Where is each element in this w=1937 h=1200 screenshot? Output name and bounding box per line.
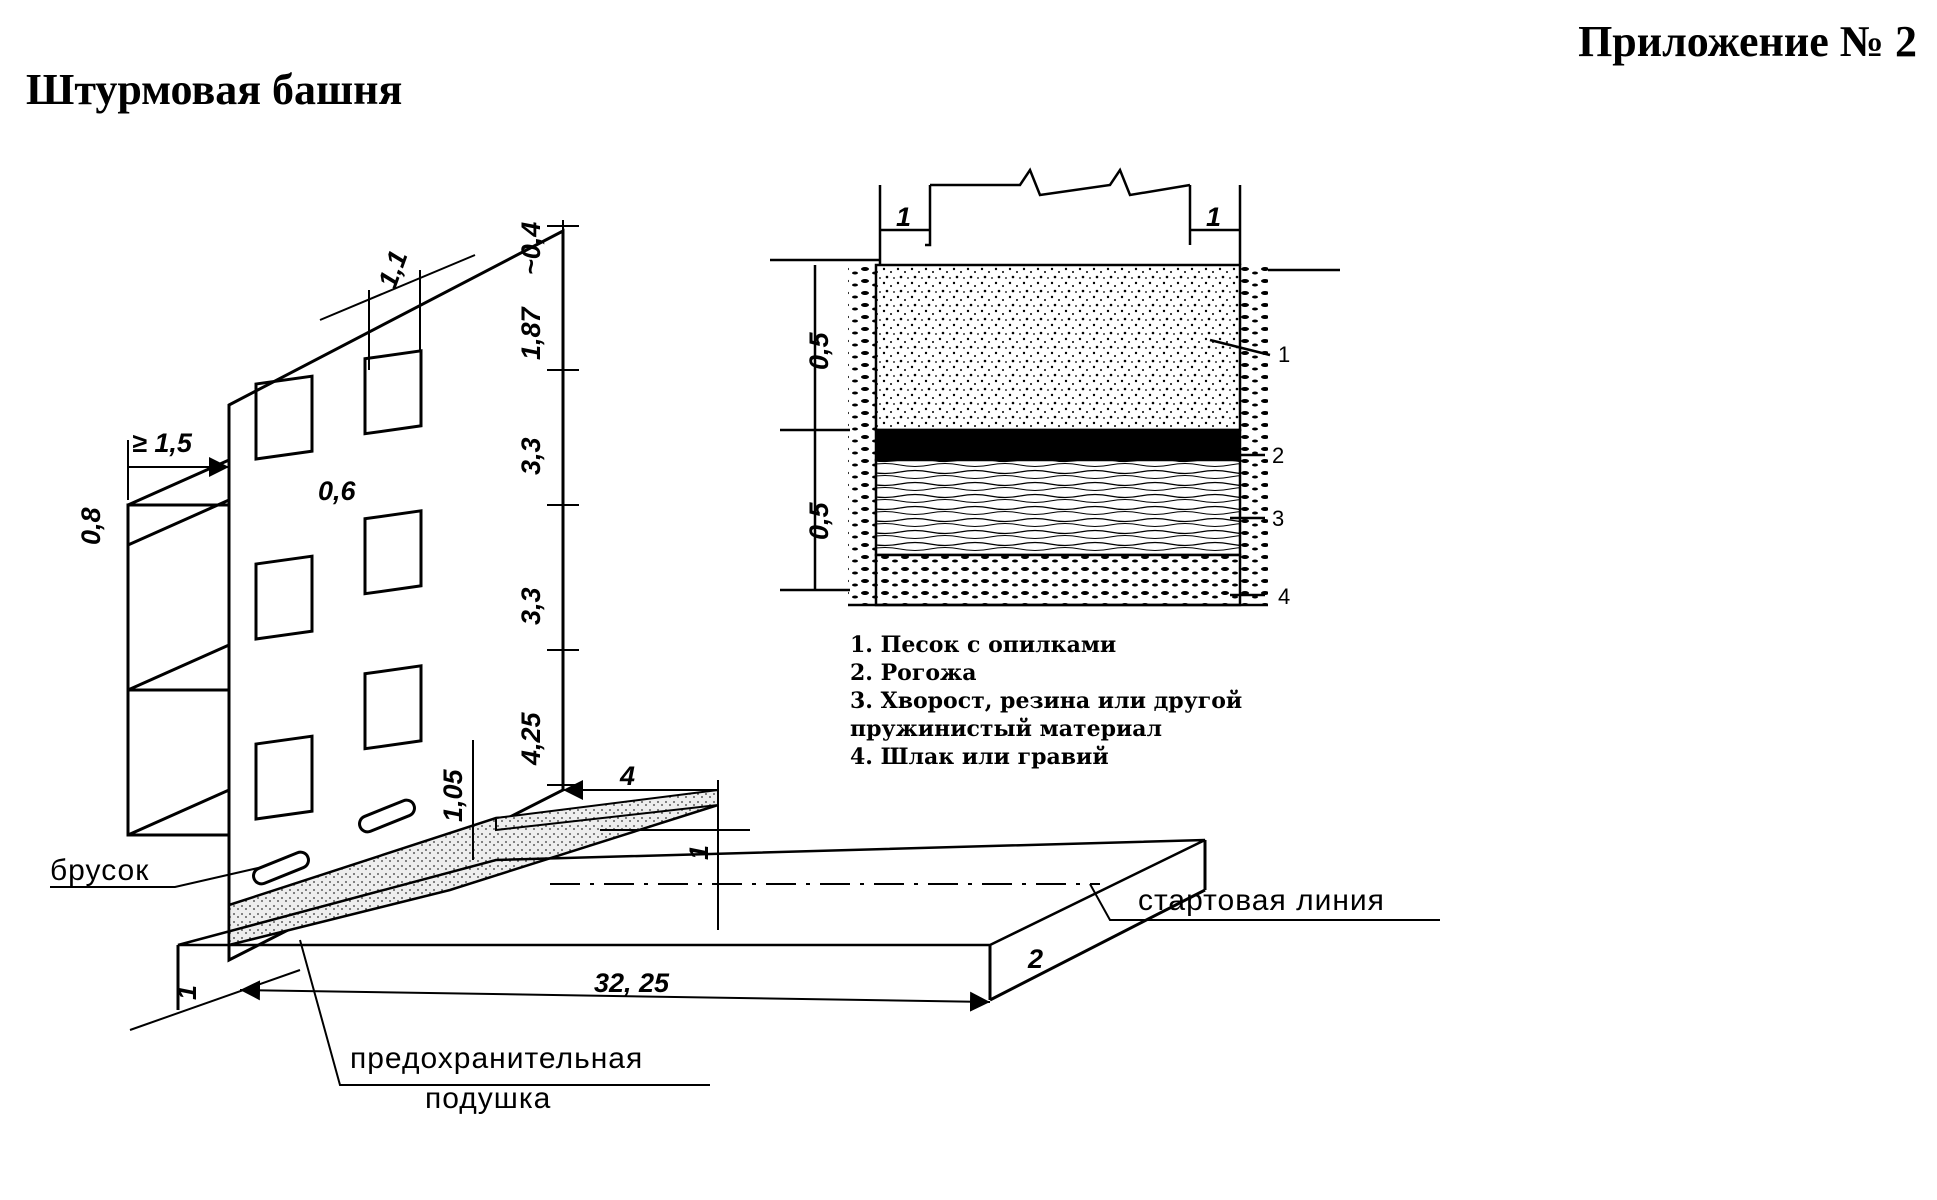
legend-item-4: 4. Шлак или гравий xyxy=(850,744,1109,770)
leader-bar xyxy=(50,867,259,888)
marker-1: 1 xyxy=(1278,342,1290,367)
dim-cushion-depth: 4 xyxy=(619,761,635,791)
dim-window-width: 1,1 xyxy=(372,247,413,293)
tower-drawing xyxy=(50,220,1440,1086)
layer-2-mat xyxy=(874,428,1242,462)
bar-lower xyxy=(252,850,310,886)
dim-offset: 1 xyxy=(172,985,202,1000)
dim-track-width: 2 xyxy=(1027,944,1043,974)
dim-floor2: 3,3 xyxy=(516,437,546,475)
dim-cushion-thickness: 1 xyxy=(684,845,714,860)
pit-section xyxy=(770,167,1340,607)
layer-4-gravel xyxy=(874,553,1242,607)
bar-upper xyxy=(358,798,416,834)
dim-floor1: 3,3 xyxy=(516,587,546,625)
leader-cushion xyxy=(299,939,710,1086)
dim-ground: 4,25 xyxy=(516,711,546,766)
dim-window-depth: 0,6 xyxy=(318,476,357,506)
cushion-label-line2: подушка xyxy=(425,1082,551,1115)
dim-track-length: 32, 25 xyxy=(594,968,670,998)
leader-start-line xyxy=(1089,883,1440,921)
section-dim-upper: 0,5 xyxy=(804,331,834,370)
start-line-label: стартовая линия xyxy=(1138,884,1385,917)
side-box xyxy=(126,503,229,837)
marker-2: 2 xyxy=(1272,443,1284,468)
window-row xyxy=(254,349,423,821)
layer-3-brushwood xyxy=(874,458,1242,557)
marker-3: 3 xyxy=(1272,506,1284,531)
bar-label: брусок xyxy=(50,854,149,887)
safety-cushion xyxy=(227,803,719,947)
section-dim-lower: 0,5 xyxy=(804,501,834,540)
legend-item-3-cont: пружинистый материал xyxy=(850,716,1162,742)
marker-4: 4 xyxy=(1278,584,1290,609)
legend-item-2: 2. Рогожа xyxy=(850,660,976,686)
dim-top: ~0,4 xyxy=(516,222,546,275)
layer-1-sand xyxy=(874,263,1242,432)
dim-sill-width: ≥ 1,5 xyxy=(132,428,193,458)
dim-bar-height: 1,05 xyxy=(438,768,468,822)
page-title: Штурмовая башня xyxy=(26,65,403,114)
dim-floor3: 1,87 xyxy=(516,305,546,360)
dim-sill-height: 0,8 xyxy=(76,507,106,545)
appendix-label: Приложение № 2 xyxy=(1578,17,1917,66)
section-dim-right: 1 xyxy=(1206,202,1221,232)
legend-item-1: 1. Песок с опилками xyxy=(850,632,1116,658)
section-dim-left: 1 xyxy=(896,202,911,232)
legend-item-3: 3. Хворост, резина или другой xyxy=(850,688,1242,714)
section-legend: 1. Песок с опилками 2. Рогожа 3. Хворост… xyxy=(850,632,1242,770)
cushion-label-line1: предохранительная xyxy=(350,1042,643,1075)
